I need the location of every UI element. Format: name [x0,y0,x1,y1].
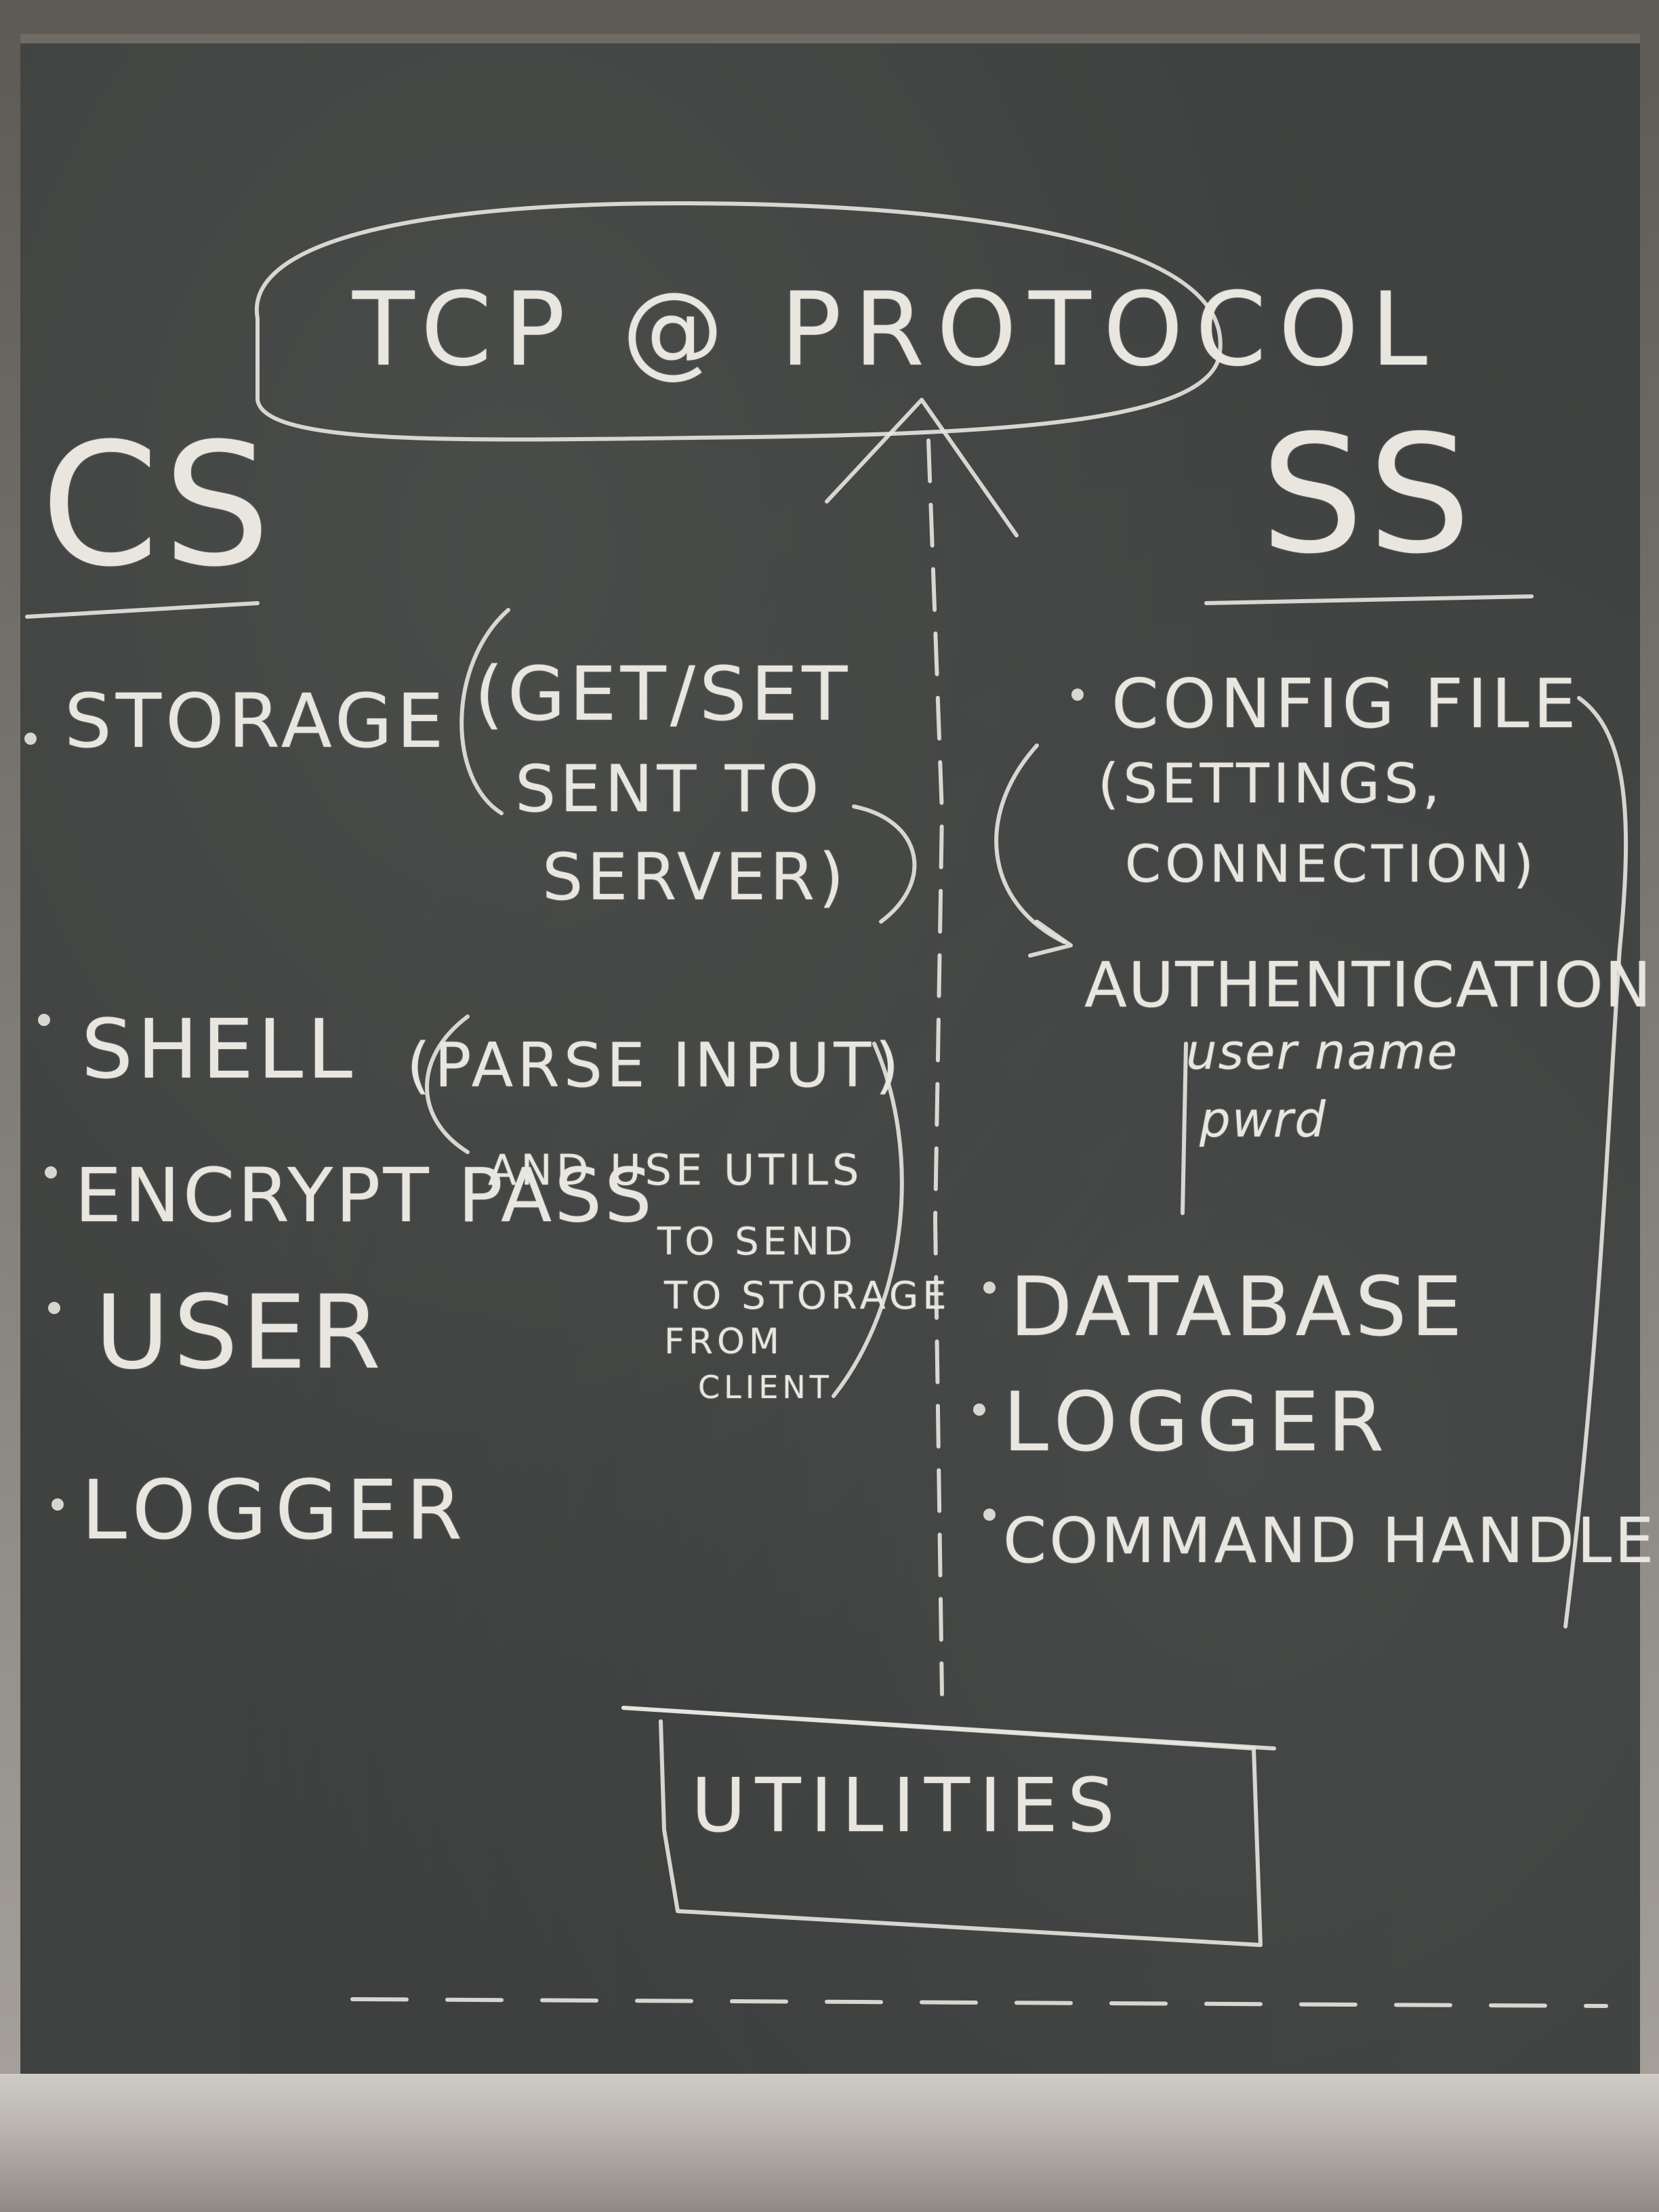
bullet-dot-icon [973,1404,985,1416]
storage-bracket-open [459,608,510,815]
server-config-line: (SETTINGS, [1098,752,1444,815]
protocol-title: TCP @ PROTOCOL [352,271,1440,389]
server-item-database: DATABASE [1010,1261,1467,1355]
bullet-dot-icon [38,1014,50,1026]
utilities-top-line [621,1706,1276,1750]
shell-note-line: (PARSE INPUT) [407,1030,903,1101]
server-bracket [1563,696,1629,1629]
shell-note-line: TO SEND [657,1220,857,1264]
bullet-dot-icon [1071,689,1084,701]
server-item-command-handler: COMMAND HANDLER [1003,1504,1659,1577]
storage-note-line: (GET/SET [474,651,852,737]
shell-note-line: FROM [664,1322,783,1362]
center-divider [926,438,944,1696]
bullet-dot-icon [48,1302,60,1314]
server-config-line: CONNECTION) [1125,834,1538,894]
auth-item: pwrd [1200,1091,1327,1148]
storage-note-line: SENT TO [515,752,823,827]
bullet-dot-icon [983,1282,996,1294]
server-item-logger: LOGGER [1003,1376,1393,1470]
client-item-user: USER [95,1274,386,1392]
config-arrow-head-icon [1028,920,1073,958]
server-authentication: AUTHENTICATION [1084,949,1653,1021]
storage-bracket-close [852,804,917,924]
baseline-dashes [350,1997,1608,2008]
bullet-dot-icon [24,733,37,745]
server-label: SS [1261,400,1475,590]
client-item-encrypt-pass: ENCRYPT PASS [75,1152,655,1239]
storage-note-line: SERVER) [542,840,848,915]
client-item-logger: LOGGER [81,1464,471,1558]
bullet-dot-icon [45,1166,57,1179]
client-label: CS [41,407,275,604]
bullet-dot-icon [983,1509,996,1521]
shell-note-line: CLIENT [698,1369,833,1406]
auth-item: user name [1186,1023,1459,1080]
client-item-shell: SHELL [81,1003,356,1097]
shell-bracket-close [832,1042,904,1398]
cs-underline [25,601,260,619]
ss-underline [1204,594,1534,605]
server-config-line: CONFIG FILE [1111,664,1580,743]
config-arrow [994,743,1066,944]
auth-connector [1181,1042,1188,1215]
bullet-dot-icon [52,1498,64,1511]
chalk-tray [0,2074,1659,2212]
chalkboard [20,34,1640,2074]
client-item-storage: STORAGE [64,678,448,764]
arrow-head-icon [825,398,1019,537]
shell-note-line: TO STORAGE [664,1274,951,1318]
protocol-oval [254,201,1223,442]
utilities-label: UTILITIES [691,1762,1124,1849]
shell-note-line: AND USE UTILS [488,1145,863,1195]
shell-bracket-open [425,1015,470,1154]
